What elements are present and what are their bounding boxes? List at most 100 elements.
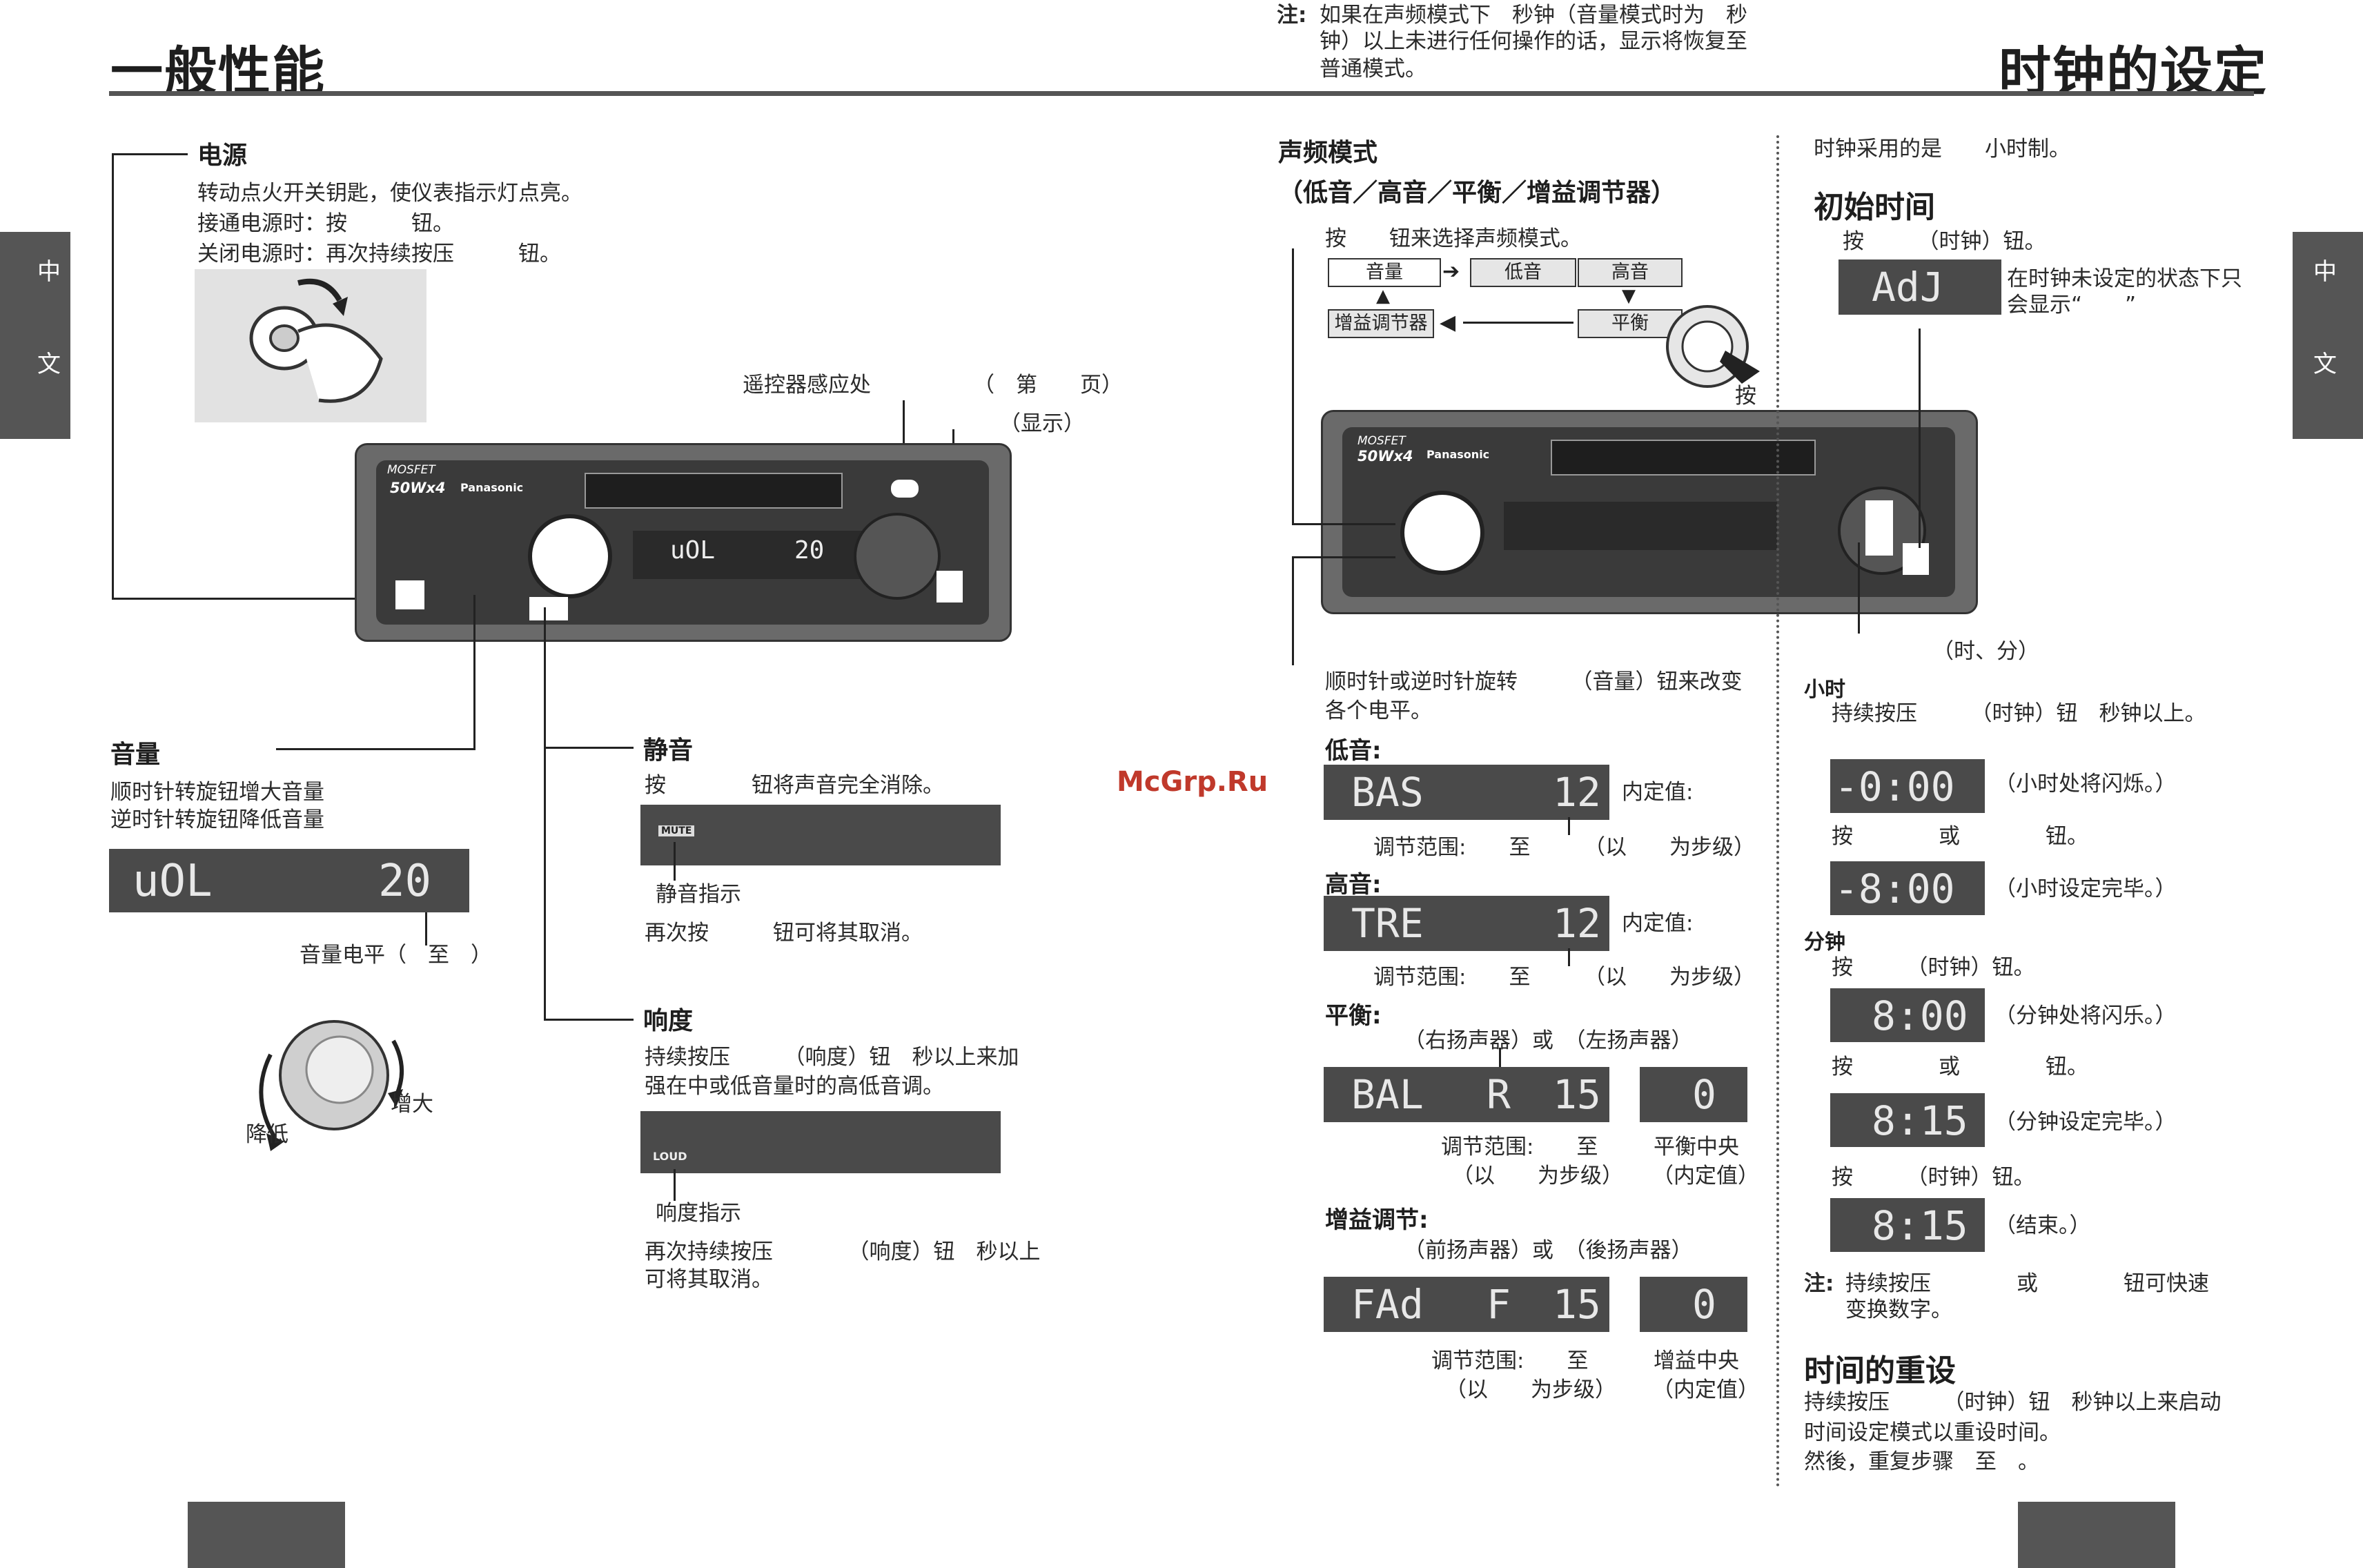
power-leader-bottom xyxy=(112,598,402,600)
clock-lcd-4-note: （分钟设定完毕。） xyxy=(1994,1110,2177,1135)
loudness-line-1: 持续按压 （响度）钮 秒以上来加 xyxy=(645,1045,1019,1070)
loudness-lcd: LOUD xyxy=(640,1111,1001,1173)
adj-lcd: AdJ xyxy=(1839,259,2001,315)
reset-line-3: 然後，重复步骤 至 。 xyxy=(1804,1449,2039,1474)
ignition-key-illustration xyxy=(195,269,426,422)
balance-sides: （右扬声器）或 （左扬声器） xyxy=(1404,1028,1693,1053)
loudness-cancel-line-2: 可将其取消。 xyxy=(645,1267,773,1292)
clock-lcd-2-note: （小时设定完毕。） xyxy=(1994,876,2177,901)
volume-increase-label: 增大 xyxy=(391,1092,433,1117)
right-tab-char-2: 文 xyxy=(2313,351,2337,378)
minute-label: 分钟 xyxy=(1804,930,1845,954)
volume-line-2: 逆时针转旋钮降低音量 xyxy=(110,807,324,832)
clock-lcd-4: 8:15 xyxy=(1830,1093,1985,1147)
right-page-number-block xyxy=(2018,1502,2175,1568)
volume-leader-horizontal xyxy=(276,748,475,750)
power-leader-top xyxy=(112,153,188,155)
flow-arrow-line xyxy=(1463,322,1573,324)
left-tab-char-1: 中 xyxy=(37,258,61,286)
clock-leader xyxy=(1919,329,1921,548)
clock-lcd-5-text: 8:15 xyxy=(1872,1202,1968,1249)
stereo-lcd-value: 20 xyxy=(794,536,825,565)
clock-lcd-5-note: （结束。） xyxy=(1994,1213,2091,1238)
clock-button[interactable] xyxy=(1865,500,1893,556)
power-line-2: 接通电源时：按 钮。 xyxy=(197,211,454,236)
model-label-right: 50Wx4 xyxy=(1357,448,1413,464)
power-button[interactable] xyxy=(395,580,424,609)
loudness-indicator-leader xyxy=(674,1169,676,1201)
loudness-line-2: 强在中或低音量时的高低音调。 xyxy=(645,1074,944,1099)
loudness-title: 响度 xyxy=(643,1007,694,1035)
clock-lcd-1-note: （小时处将闪烁。） xyxy=(1994,772,2177,796)
column-separator xyxy=(1776,135,1779,1488)
balance-lcd: BAL R 15 xyxy=(1324,1067,1609,1122)
press-label: 按 xyxy=(1735,384,1756,409)
mute-cancel: 再次按 钮可将其取消。 xyxy=(645,921,923,945)
mute-button[interactable] xyxy=(529,597,568,620)
fader-lcd-mode: FAd xyxy=(1351,1281,1424,1328)
adj-note-1: 在时钟未设定的状态下只 xyxy=(2007,266,2242,291)
note-line-2: 钟）以上未进行任何操作的话，显示将恢复至 xyxy=(1320,29,1747,54)
fader-range-1: 调节范围: 至 xyxy=(1431,1349,1589,1373)
balance-lcd-value: 15 xyxy=(1553,1071,1601,1118)
display-button-right[interactable] xyxy=(1903,543,1929,575)
reset-title: 时间的重设 xyxy=(1804,1353,1956,1389)
mute-indicator-leader xyxy=(674,842,676,881)
balance-center-value: 0 xyxy=(1692,1071,1716,1118)
display-button[interactable] xyxy=(937,571,963,602)
fader-center-lcd: 0 xyxy=(1640,1277,1747,1332)
bass-lcd-mode: BAS xyxy=(1351,769,1424,816)
mosfet-label: MOSFET xyxy=(387,463,435,477)
loudness-badge: LOUD xyxy=(653,1150,687,1163)
note-label: 注: xyxy=(1277,3,1307,28)
watermark: McGrp.Ru xyxy=(1117,766,1268,798)
volume-knob[interactable] xyxy=(528,514,612,598)
audio-leader-2h xyxy=(1292,556,1395,558)
treble-lcd: TRE 12 xyxy=(1324,896,1609,951)
power-title: 电源 xyxy=(197,141,248,170)
treble-default: 内定值: xyxy=(1622,911,1694,936)
bass-range: 调节范围: 至 （以 为步级） xyxy=(1373,835,1755,860)
flow-arrow-up: ▲ xyxy=(1376,286,1390,306)
bass-label: 低音: xyxy=(1325,737,1382,765)
hour-min-label: （时、分） xyxy=(1932,639,2039,664)
balance-range-2: （以 为步级） xyxy=(1452,1164,1623,1188)
clock-lcd-1: -0:00 xyxy=(1830,759,1985,813)
treble-lcd-value: 12 xyxy=(1553,900,1601,947)
press-knob-icon xyxy=(1666,305,1760,388)
remote-sensor-leader xyxy=(903,400,905,482)
initial-press-clock: 按 （时钟）钮。 xyxy=(1843,229,2046,254)
clock-note-line-2: 变换数字。 xyxy=(1845,1297,1952,1322)
audio-leader-1h xyxy=(1292,523,1395,525)
clock-lcd-1-text: -0:00 xyxy=(1834,763,1955,810)
balance-side-tick xyxy=(1499,1048,1501,1068)
bass-lcd: BAS 12 xyxy=(1324,765,1609,820)
rotate-line-2: 各个电平。 xyxy=(1325,698,1432,723)
clock-lcd-4-text: 8:15 xyxy=(1872,1097,1968,1144)
brand-label-right: Panasonic xyxy=(1426,448,1490,461)
remote-page-ref: （ 第 页） xyxy=(973,373,1123,398)
loudness-cancel-line-1: 再次持续按压 （响度）钮 秒以上 xyxy=(645,1239,1041,1264)
note-line-1: 如果在声频模式下 秒钟（音量模式时为 秒 xyxy=(1320,3,1747,28)
header-rule xyxy=(109,91,2254,96)
treble-lcd-mode: TRE xyxy=(1351,900,1424,947)
loud-leader xyxy=(544,1019,634,1021)
volume-knob-right[interactable] xyxy=(1400,491,1484,575)
fader-sides: （前扬声器）或 （後扬声器） xyxy=(1404,1238,1693,1263)
adj-lcd-text: AdJ xyxy=(1872,264,1944,311)
bass-lcd-value: 12 xyxy=(1553,769,1601,816)
flow-fader: 增益调节器 xyxy=(1328,309,1434,338)
clock-note-line-1: 持续按压 或 钮可快速 xyxy=(1845,1271,2209,1296)
remote-sensor xyxy=(891,480,919,498)
audio-leader-1 xyxy=(1292,248,1294,525)
balance-lcd-side: R xyxy=(1487,1071,1511,1118)
tune-rocker[interactable] xyxy=(854,513,941,600)
flow-arrow-1: ➔ xyxy=(1442,259,1460,284)
press-or-2: 按 或 钮。 xyxy=(1832,1055,2088,1079)
stereo-display-right xyxy=(1504,502,1777,550)
left-page-number-block xyxy=(188,1502,345,1568)
note-line-3: 普通模式。 xyxy=(1320,57,1426,81)
initial-time-title: 初始时间 xyxy=(1814,190,1935,225)
car-stereo-unit-right: MOSFET 50Wx4 Panasonic xyxy=(1321,410,1978,614)
volume-leader-vertical xyxy=(473,595,475,749)
